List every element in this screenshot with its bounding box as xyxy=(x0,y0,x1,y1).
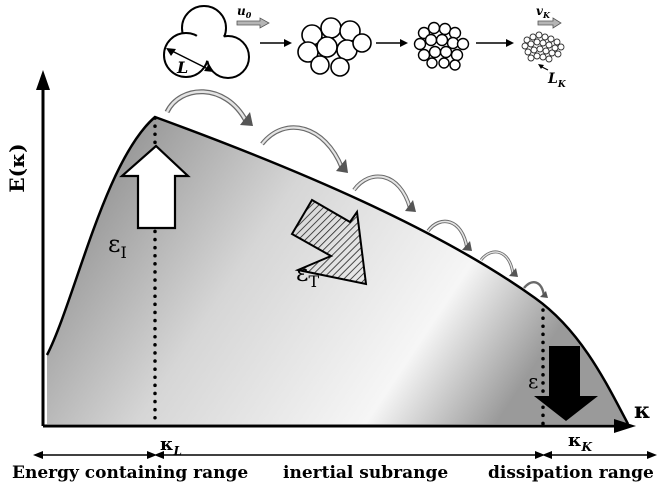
dissipation-flux-symbol: ε xyxy=(528,369,538,393)
large-eddy-length-label: L xyxy=(176,58,188,77)
large-eddy-velocity-arrow xyxy=(236,17,270,29)
kappa-L-label: κL xyxy=(160,434,182,458)
kolmogorov-length-indicator xyxy=(538,64,549,71)
kolmogorov-eddies xyxy=(521,31,565,63)
medium-eddies xyxy=(297,17,372,77)
inertial-range-extent xyxy=(154,451,545,459)
kolmogorov-velocity-arrow xyxy=(537,17,562,29)
energy-range-extent xyxy=(33,451,157,459)
kappa-K-label: κK xyxy=(568,430,593,454)
dissipation-arrow xyxy=(534,346,598,421)
cascade-step-arrow xyxy=(260,39,292,47)
cascade-step-arrow xyxy=(376,39,408,47)
spectrum-curve xyxy=(45,115,630,425)
energy-injection-arrow xyxy=(119,144,191,230)
large-eddy-velocity-label: u0 xyxy=(237,4,252,20)
energy-containing-range-label: Energy containing range xyxy=(12,463,248,483)
x-axis-label: κ xyxy=(634,398,651,424)
inertial-subrange-label: inertial subrange xyxy=(283,463,448,483)
large-eddy xyxy=(163,5,250,79)
kolmogorov-velocity-label: vK xyxy=(536,4,551,20)
small-eddies xyxy=(413,21,470,71)
injection-flux-symbol: εI xyxy=(108,230,127,262)
transfer-flux-symbol: εT xyxy=(296,259,319,291)
kolmogorov-length-label: LK xyxy=(547,71,567,90)
dissipation-range-label: dissipation range xyxy=(488,463,654,483)
energy-transfer-arrow xyxy=(290,198,368,286)
cascade-step-arrow xyxy=(476,39,514,47)
y-axis-label: E(κ) xyxy=(5,143,29,192)
x-axis-arrowhead xyxy=(614,419,636,433)
eddy-length-indicator xyxy=(169,49,211,71)
cascade-hop-arrows xyxy=(164,89,548,298)
dissipation-range-extent xyxy=(542,451,657,459)
cascade-hop-arrow xyxy=(523,280,546,297)
y-axis-arrowhead xyxy=(36,70,50,90)
